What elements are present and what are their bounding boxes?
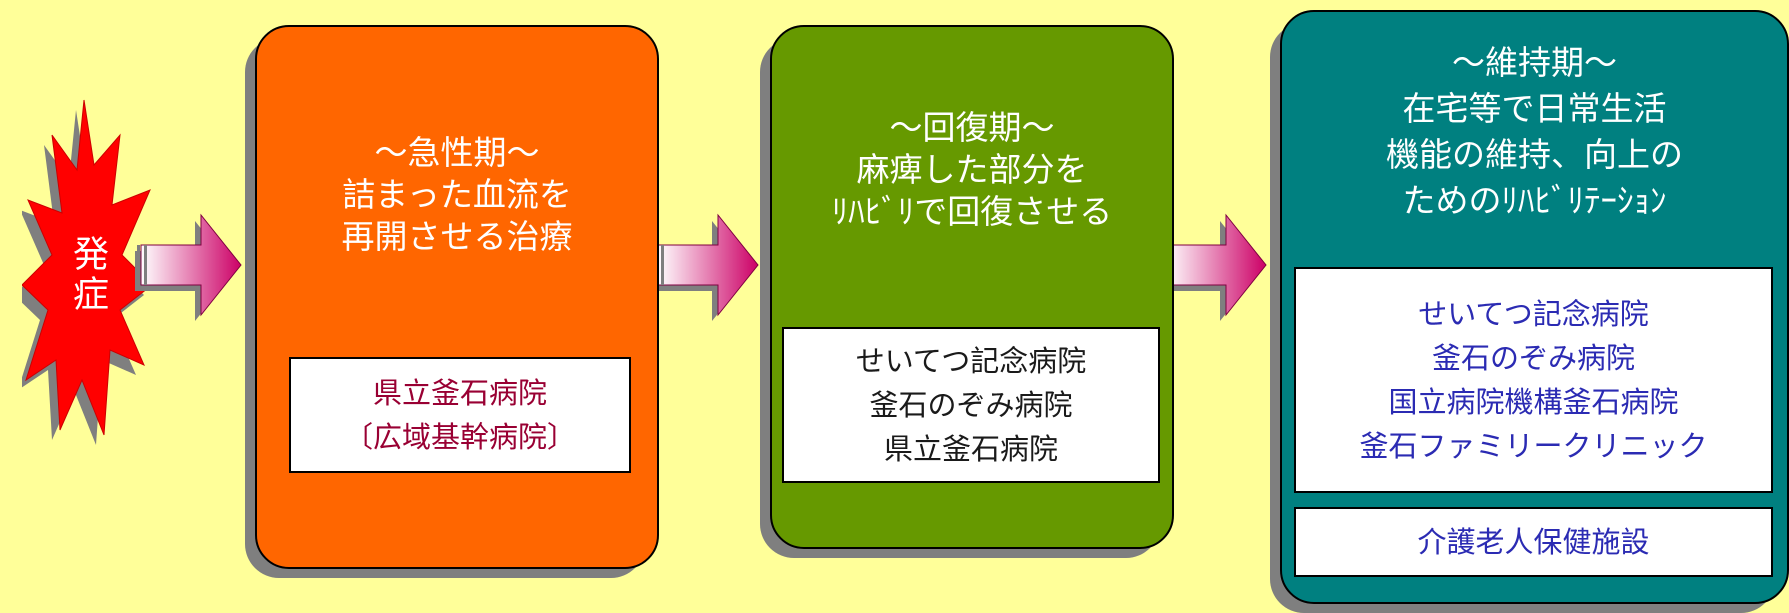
title-line: ためのﾘﾊﾋﾞﾘﾃｰｼｮﾝ xyxy=(1402,181,1667,220)
facility-name: 国立病院機構釜石病院 xyxy=(1388,385,1679,419)
facility-note: 〔広域基幹病院〕 xyxy=(343,420,576,454)
onset-label: 発症 xyxy=(67,235,108,315)
title-line: ～回復期～ xyxy=(889,108,1055,147)
flow-arrow-recovery-to-maintenance xyxy=(1160,205,1270,325)
care-facility-box: 介護老人保健施設 xyxy=(1294,507,1773,577)
phase-recovery-card: ～回復期～ 麻痺した部分を ﾘﾊﾋﾞﾘで回復させる せいてつ記念病院 釜石のぞみ… xyxy=(770,25,1174,549)
phase-recovery-title: ～回復期～ 麻痺した部分を ﾘﾊﾋﾞﾘで回復させる xyxy=(772,107,1172,233)
facility-name: 釜石のぞみ病院 xyxy=(869,388,1073,422)
facility-name: 釜石ファミリークリニック xyxy=(1359,429,1708,463)
title-line: 麻痺した部分を xyxy=(856,150,1088,189)
title-line: 在宅等で日常生活 xyxy=(1402,89,1667,128)
facility-name: 県立釜石病院 xyxy=(883,432,1058,466)
right-arrow-icon xyxy=(135,213,242,321)
title-line: ～急性期～ xyxy=(374,133,540,172)
recovery-facility-box: せいてつ記念病院 釜石のぞみ病院 県立釜石病院 xyxy=(782,327,1160,483)
right-arrow-icon xyxy=(1160,213,1267,321)
flow-arrow-onset-to-acute xyxy=(135,205,245,325)
phase-acute-card: ～急性期～ 詰まった血流を 再開させる治療 県立釜石病院 〔広域基幹病院〕 xyxy=(255,25,659,569)
facility-name: せいてつ記念病院 xyxy=(855,344,1087,378)
title-line: 詰まった血流を xyxy=(342,175,572,214)
onset-burst: 発症 xyxy=(22,95,152,455)
burst-shape xyxy=(22,99,152,445)
flow-arrow-acute-to-recovery xyxy=(652,205,762,325)
maintenance-facility-box: せいてつ記念病院 釜石のぞみ病院 国立病院機構釜石病院 釜石ファミリークリニック xyxy=(1294,267,1773,493)
right-arrow-icon xyxy=(652,213,759,321)
facility-name: せいてつ記念病院 xyxy=(1418,297,1649,331)
acute-facility-box: 県立釜石病院 〔広域基幹病院〕 xyxy=(289,357,631,473)
facility-name: 釜石のぞみ病院 xyxy=(1431,341,1635,375)
title-line: ～維持期～ xyxy=(1452,43,1617,82)
facility-name: 県立釜石病院 xyxy=(372,376,547,410)
phase-acute-title: ～急性期～ 詰まった血流を 再開させる治療 xyxy=(257,132,657,258)
title-line: 再開させる治療 xyxy=(341,217,573,256)
title-line: ﾘﾊﾋﾞﾘで回復させる xyxy=(831,192,1113,231)
phase-maintenance-card: ～維持期～ 在宅等で日常生活 機能の維持、向上の ためのﾘﾊﾋﾞﾘﾃｰｼｮﾝ せ… xyxy=(1280,10,1789,604)
care-facility-name: 介護老人保健施設 xyxy=(1417,525,1650,559)
title-line: 機能の維持、向上の xyxy=(1386,135,1683,174)
phase-maintenance-title: ～維持期～ 在宅等で日常生活 機能の維持、向上の ためのﾘﾊﾋﾞﾘﾃｰｼｮﾝ xyxy=(1282,40,1787,224)
